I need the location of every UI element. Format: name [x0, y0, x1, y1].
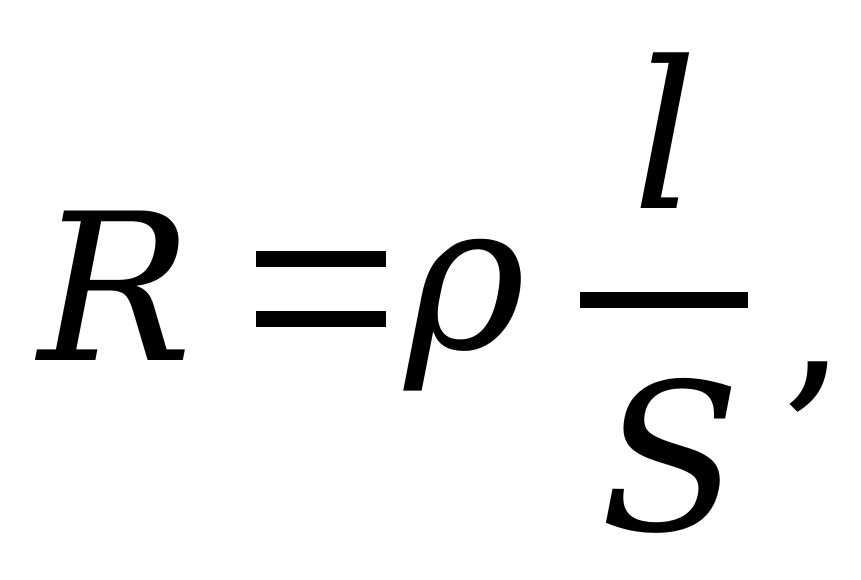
equals-sign-bottom-bar — [256, 311, 386, 327]
formula-trailing-comma: , — [782, 195, 848, 433]
fraction-denominator-area: S — [600, 341, 741, 579]
fraction-numerator-length: l — [632, 19, 698, 257]
formula-resistivity-symbol: ρ — [405, 159, 526, 397]
formula-lhs-resistance: R — [38, 171, 193, 409]
fraction-bar — [580, 292, 748, 308]
equals-sign-top-bar — [256, 251, 386, 267]
